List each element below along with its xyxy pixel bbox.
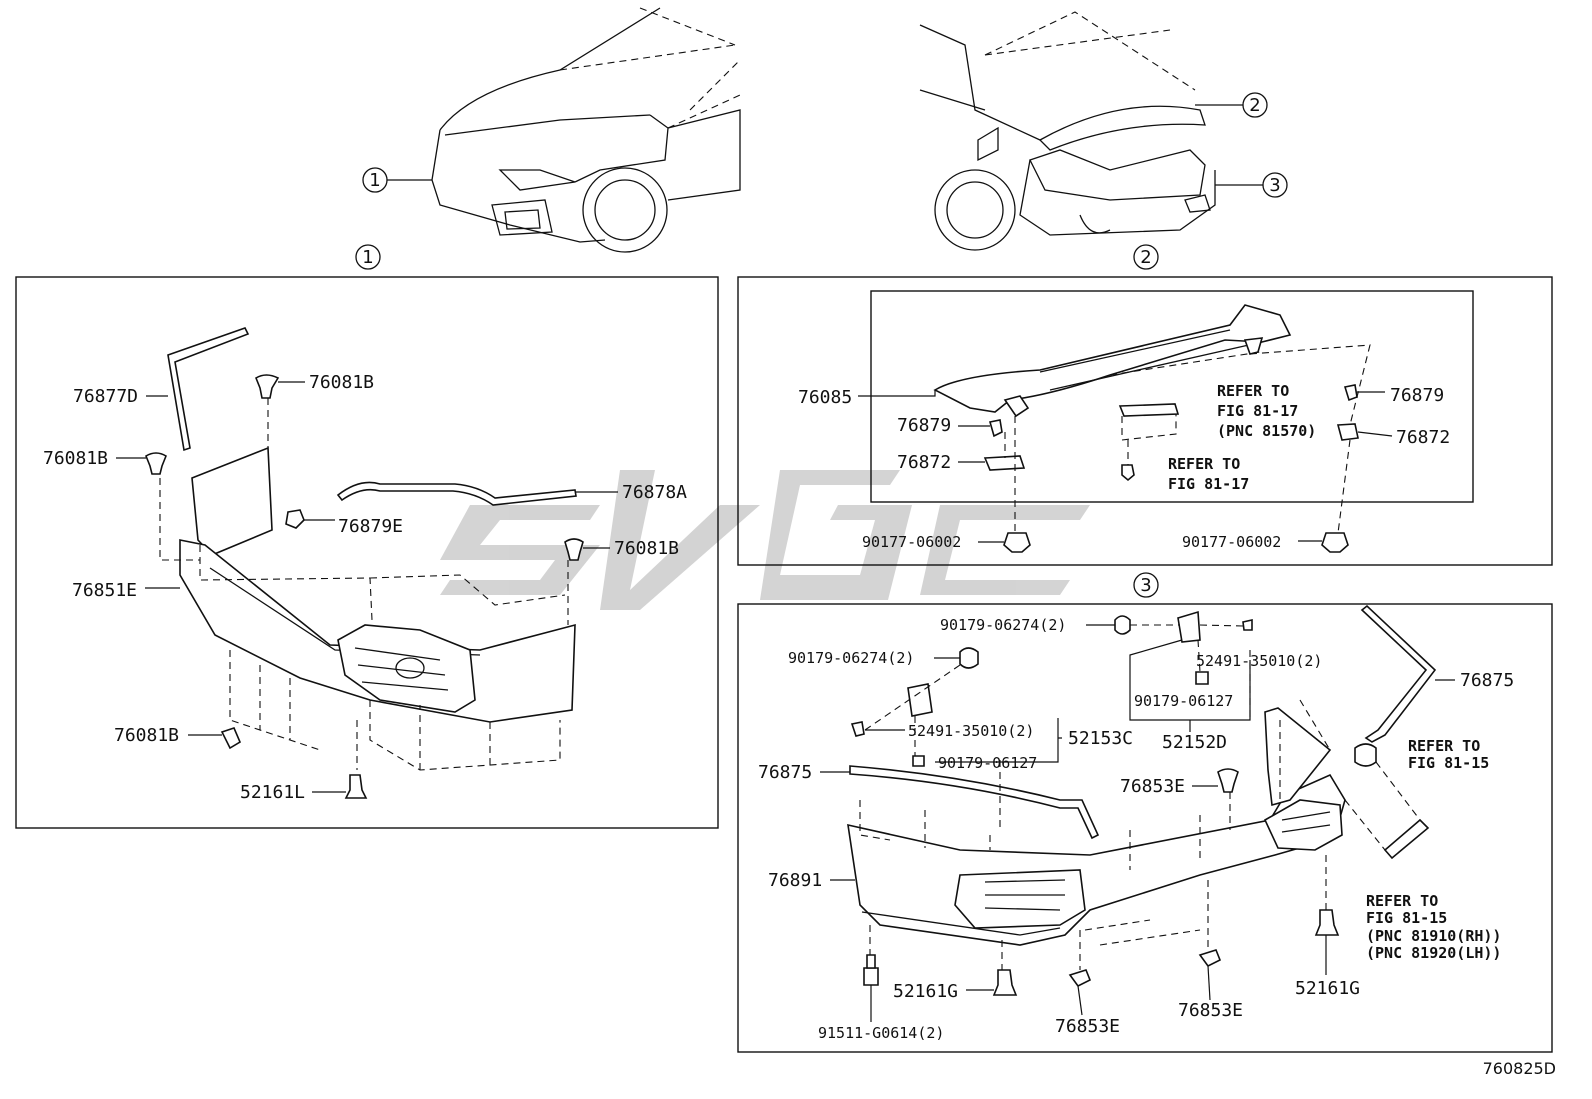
refer-1-line-3: (PNC 81570) bbox=[1217, 422, 1316, 440]
watermark-logo bbox=[440, 470, 1090, 610]
label-76853E-c: 76853E bbox=[1178, 1000, 1243, 1021]
marker-1-panel-text: 1 bbox=[362, 247, 373, 268]
label-76879-b: 76879 bbox=[1390, 385, 1444, 406]
marker-2-panel-text: 2 bbox=[1140, 247, 1151, 268]
refer-4-line-3: (PNC 81910(RH)) bbox=[1366, 927, 1501, 945]
refer-1-line-1: REFER TO bbox=[1217, 382, 1289, 400]
marker-2-top: 2 bbox=[1195, 92, 1268, 118]
refer-3-line-1: REFER TO bbox=[1408, 737, 1480, 755]
label-76879-a: 76879 bbox=[897, 415, 951, 436]
refer-2-line-2: FIG 81-17 bbox=[1168, 475, 1249, 493]
refer-3-line-2: FIG 81-15 bbox=[1408, 754, 1489, 772]
label-76875-b: 76875 bbox=[758, 762, 812, 783]
panel-2-parts bbox=[933, 304, 1371, 553]
car-rear-overview bbox=[919, 11, 1216, 251]
label-52152D: 52152D bbox=[1162, 732, 1227, 753]
marker-3-panel: 3 bbox=[1133, 572, 1159, 598]
label-90179-06127-b: 90179-06127 bbox=[938, 754, 1037, 772]
label-52161G-b: 52161G bbox=[1295, 978, 1360, 999]
label-76872-a: 76872 bbox=[897, 452, 951, 473]
panel-3-labels: 90179-06274(2) 90179-06274(2) 52491-3501… bbox=[758, 616, 1514, 1042]
panel-1-parts bbox=[145, 327, 584, 799]
label-76081B-c: 76081B bbox=[614, 538, 679, 559]
label-76853E-a: 76853E bbox=[1120, 776, 1185, 797]
panel-2-labels: 76085 76879 76872 90177-06002 76879 7687… bbox=[798, 382, 1450, 551]
label-76081B-d: 76081B bbox=[114, 725, 179, 746]
label-90177-06002-a: 90177-06002 bbox=[862, 533, 961, 551]
label-90179-06274-a: 90179-06274(2) bbox=[940, 616, 1066, 634]
label-76853E-b: 76853E bbox=[1055, 1016, 1120, 1037]
label-76872-b: 76872 bbox=[1396, 427, 1450, 448]
refer-4-line-4: (PNC 81920(LH)) bbox=[1366, 944, 1501, 962]
label-52161G-a: 52161G bbox=[893, 981, 958, 1002]
label-76879E: 76879E bbox=[338, 516, 403, 537]
label-90179-06274-b: 90179-06274(2) bbox=[788, 649, 914, 667]
label-76875-a: 76875 bbox=[1460, 670, 1514, 691]
refer-4-line-2: FIG 81-15 bbox=[1366, 909, 1447, 927]
label-76081B-a: 76081B bbox=[309, 372, 374, 393]
label-76878A: 76878A bbox=[622, 482, 687, 503]
marker-2-panel: 2 bbox=[1133, 244, 1159, 270]
marker-2-top-text: 2 bbox=[1249, 95, 1260, 116]
panel-3-frame bbox=[737, 603, 1553, 1053]
label-76081B-b: 76081B bbox=[43, 448, 108, 469]
label-90177-06002-b: 90177-06002 bbox=[1182, 533, 1281, 551]
panel-1-frame bbox=[15, 276, 719, 829]
marker-1-panel: 1 bbox=[355, 244, 381, 270]
panel-2-frame bbox=[737, 276, 1553, 566]
label-52153C: 52153C bbox=[1068, 728, 1133, 749]
label-76085: 76085 bbox=[798, 387, 852, 408]
label-52491-35010-a: 52491-35010(2) bbox=[1196, 652, 1322, 670]
panel-3-parts bbox=[847, 604, 1437, 996]
label-52491-35010-b: 52491-35010(2) bbox=[908, 722, 1034, 740]
marker-1-top: 1 bbox=[362, 167, 432, 193]
marker-1-top-text: 1 bbox=[369, 170, 380, 191]
marker-3-top-text: 3 bbox=[1269, 175, 1280, 196]
marker-3-panel-text: 3 bbox=[1140, 575, 1151, 596]
refer-4-line-1: REFER TO bbox=[1366, 892, 1438, 910]
label-76851E: 76851E bbox=[72, 580, 137, 601]
refer-2-line-1: REFER TO bbox=[1168, 455, 1240, 473]
refer-1-line-2: FIG 81-17 bbox=[1217, 402, 1298, 420]
label-52161L: 52161L bbox=[240, 782, 305, 803]
label-90179-06127-a: 90179-06127 bbox=[1134, 692, 1233, 710]
panel-1-labels: 76877D 76081B 76081B 76878A 76879E 76081… bbox=[43, 372, 687, 803]
label-76891: 76891 bbox=[768, 870, 822, 891]
car-front-overview bbox=[431, 7, 741, 253]
label-76877D: 76877D bbox=[73, 386, 138, 407]
marker-3-top: 3 bbox=[1215, 172, 1288, 198]
label-91511-G0614: 91511-G0614(2) bbox=[818, 1024, 944, 1042]
diagram-id: 760825D bbox=[1483, 1059, 1556, 1078]
